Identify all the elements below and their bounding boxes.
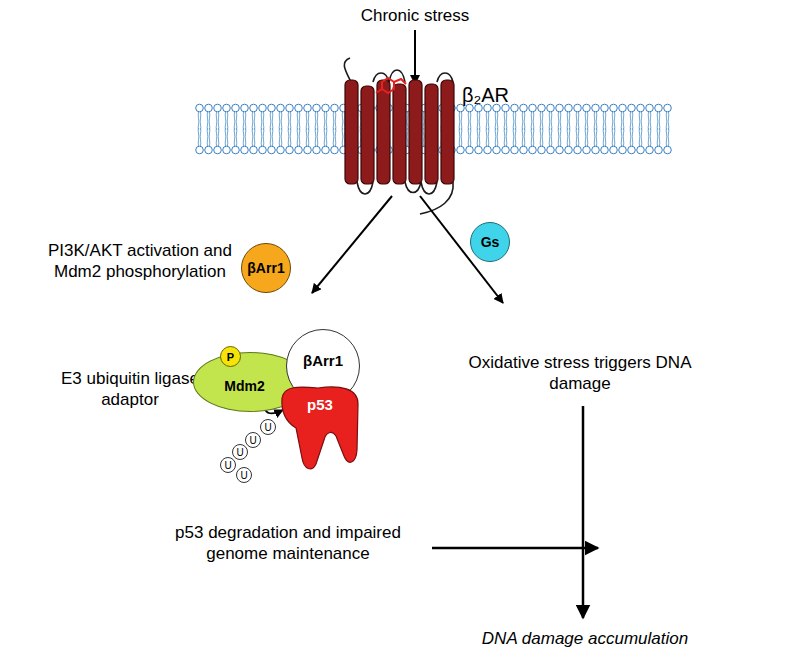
phospho-circle: P (220, 346, 241, 367)
node-text: P (227, 351, 234, 363)
receptor-loops (344, 58, 453, 214)
node-text: βArr1 (247, 260, 284, 276)
ubiquitin-circle: U (220, 457, 236, 473)
receptor-label: β₂AR (462, 83, 522, 108)
ubiquitin-circle: U (260, 419, 276, 435)
gs-arrow (420, 196, 503, 303)
arrestin-circle: βArr1 (241, 243, 291, 293)
pathway-note: PI3K/AKT activation and Mdm2 phosphoryla… (45, 240, 235, 283)
node-text: Gs (481, 234, 500, 250)
node-text: Mdm2 (224, 378, 264, 394)
node-text: p53 (307, 396, 333, 413)
stimulus-label: Chronic stress (300, 5, 530, 26)
receptor-helices (345, 80, 454, 184)
node-text: U (264, 422, 271, 433)
arrestin-arrow (312, 196, 392, 293)
ubiquitin-circle: U (232, 444, 248, 460)
node-text: U (236, 447, 243, 458)
gs-circle: Gs (470, 222, 510, 262)
result-label: DNA damage accumulation (480, 628, 690, 649)
outcome-note: Oxidative stress triggers DNA damage (440, 352, 720, 395)
ubiquitin-circle: U (236, 467, 252, 483)
node-text: U (224, 460, 231, 471)
ubiquitin-circle: U (245, 432, 261, 448)
function-note: E3 ubiquitin ligase adaptor (55, 368, 205, 411)
ligand (376, 78, 406, 93)
node-text: βArr1 (303, 352, 343, 369)
stress-arrow (414, 30, 416, 84)
degradation-arrow (432, 547, 598, 550)
node-text: U (240, 470, 247, 481)
damage-arrow (582, 406, 585, 618)
node-text: U (249, 435, 256, 446)
outcome-note: p53 degradation and impaired genome main… (148, 522, 428, 565)
p53-protein: p53 (278, 384, 362, 472)
